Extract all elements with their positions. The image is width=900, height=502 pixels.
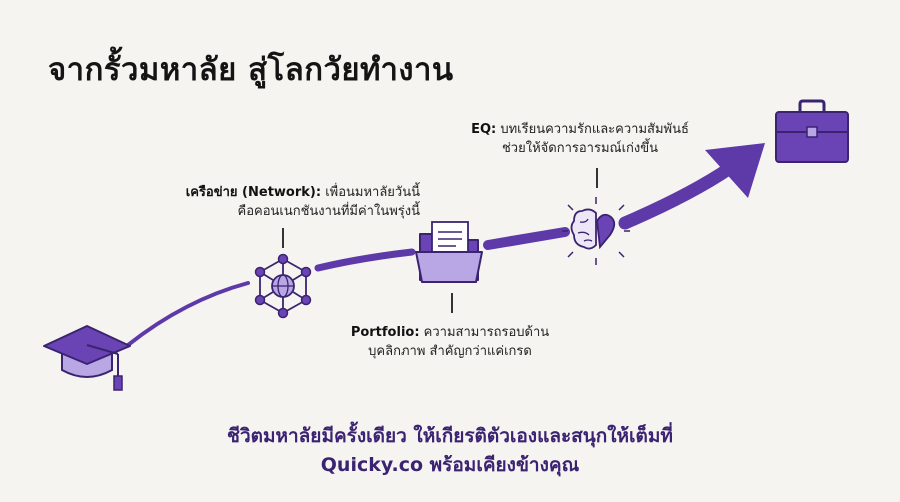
eq-label-line1: บทเรียนความรักและความสัมพันธ์ xyxy=(500,122,689,137)
portfolio-label: Portfolio: ความสามารถรอบด้าน บุคลิกภาพ ส… xyxy=(330,323,570,361)
eq-label: EQ: บทเรียนความรักและความสัมพันธ์ ช่วยให… xyxy=(455,120,705,158)
network-icon xyxy=(250,253,316,319)
network-connector-line xyxy=(282,228,284,248)
network-label: เครือข่าย (Network): เพื่อนมหาลัยวันนี้ … xyxy=(160,183,420,221)
portfolio-label-head: Portfolio: xyxy=(350,325,420,340)
graduation-cap-icon xyxy=(40,318,135,398)
folder-documents-icon xyxy=(412,218,490,286)
brain-heart-icon xyxy=(560,195,632,267)
portfolio-label-line2: บุคลิกภาพ สำคัญกว่าแค่เกรด xyxy=(368,344,532,359)
portfolio-connector-line xyxy=(451,293,453,313)
footer-line-2: Quicky.co พร้อมเคียงข้างคุณ xyxy=(320,454,580,476)
footer-line-1: ชีวิตมหาลัยมีครั้งเดียว ให้เกียรติตัวเอง… xyxy=(227,425,673,447)
network-label-line2: คือคอนเนกชันงานที่มีค่าในพรุ่งนี้ xyxy=(237,204,421,219)
page-title: จากรั้วมหาลัย สู่โลกวัยทำงาน xyxy=(48,52,454,88)
network-label-line1: เพื่อนมหาลัยวันนี้ xyxy=(325,185,420,200)
eq-connector-line xyxy=(596,168,598,188)
portfolio-label-line1: ความสามารถรอบด้าน xyxy=(423,325,550,340)
network-label-head: เครือข่าย (Network): xyxy=(185,185,322,200)
eq-label-head: EQ: xyxy=(471,122,497,137)
briefcase-icon xyxy=(772,98,852,166)
eq-label-line2: ช่วยให้จัดการอารมณ์เก่งขึ้น xyxy=(501,141,659,156)
